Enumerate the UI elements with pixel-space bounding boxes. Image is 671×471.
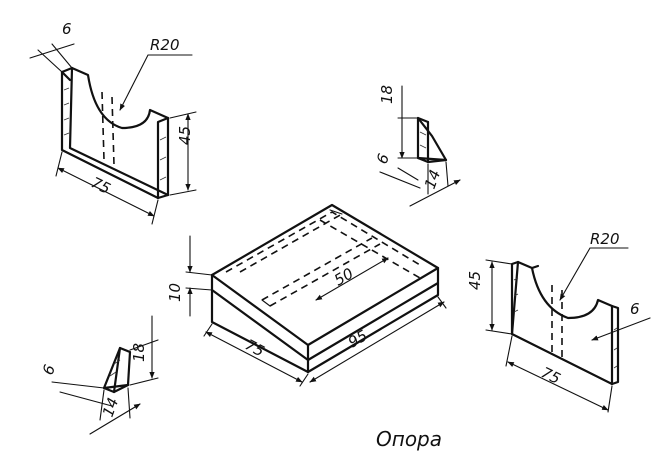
part-base-box-center: 50 10 75 95 [166,203,447,387]
part-support-plate-right: R20 45 6 75 [466,230,651,413]
dim-height-top-left: 45 [176,126,194,145]
dim-base-top-right: 14 [421,167,444,191]
dim-height-bottom-left: 18 [130,343,148,362]
drawing-title: Опора [376,427,442,451]
dim-base-bottom-left: 14 [99,395,122,419]
dim-thickness-right: 6 [630,300,640,318]
dim-thickness-bottom-left: 6 [39,362,59,377]
dim-height-right: 45 [466,271,484,290]
dim-thickness-top-left: 6 [62,20,72,38]
part-rib-bottom-left: 6 14 18 [39,315,159,435]
part-support-plate-top-left: 6 R20 45 75 [29,20,197,225]
dim-radius-top-left: R20 [150,36,180,54]
dim-radius-right: R20 [590,230,620,248]
dim-thickness-top-right: 6 [373,151,393,166]
dim-width-right: 75 [538,363,563,388]
dim-height-center: 10 [166,283,184,302]
dim-height-top-right: 18 [378,85,396,104]
part-rib-top-right: 18 6 14 [373,85,461,207]
dim-inner-center: 50 [331,264,357,289]
